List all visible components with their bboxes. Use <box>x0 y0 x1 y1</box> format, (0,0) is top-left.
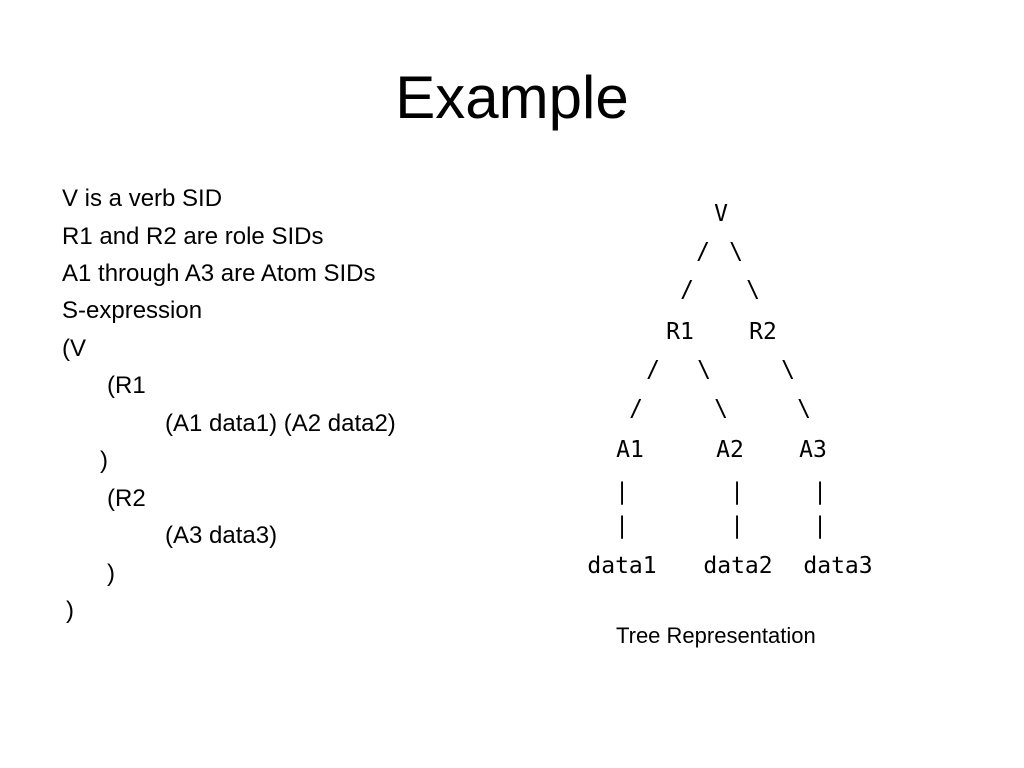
text-line: (A1 data1) (A2 data2) <box>165 410 396 437</box>
text-line: S-expression <box>62 297 203 324</box>
tree-edge: | <box>730 513 744 539</box>
tree-edge: \ <box>797 396 811 422</box>
tree-edge: \ <box>697 357 711 383</box>
tree-node-data1: data1 <box>587 553 657 579</box>
tree-node-data3: data3 <box>803 553 873 579</box>
tree-edge: / <box>680 277 694 303</box>
text-line: ) <box>100 447 108 474</box>
tree-node-a3: A3 <box>799 437 827 463</box>
tree-edge: | <box>730 479 744 505</box>
text-line: (V <box>62 335 86 362</box>
tree-node-r1: R1 <box>666 319 694 345</box>
text-line: (R2 <box>107 485 146 512</box>
tree-edge: / <box>646 357 660 383</box>
text-line: V is a verb SID <box>62 185 223 212</box>
tree-edge: \ <box>729 239 743 265</box>
text-line: A1 through A3 are Atom SIDs <box>62 260 376 287</box>
text-line: (R1 <box>107 372 146 399</box>
tree-node-a2: A2 <box>716 437 744 463</box>
tree-edge: | <box>813 513 827 539</box>
tree-diagram: V / \ / \ R1 R2 / \ \ / \ \ A1 A2 A3 | |… <box>560 195 900 595</box>
text-line: ) <box>107 560 115 587</box>
tree-edge: | <box>615 479 629 505</box>
tree-node-data2: data2 <box>703 553 773 579</box>
text-line: ) <box>66 597 74 624</box>
tree-edge: \ <box>714 396 728 422</box>
tree-node-a1: A1 <box>616 437 644 463</box>
text-line: R1 and R2 are role SIDs <box>62 223 324 250</box>
tree-edge: \ <box>746 277 760 303</box>
tree-node-r2: R2 <box>749 319 777 345</box>
tree-node-v: V <box>714 201 728 227</box>
slide-title: Example <box>395 64 629 131</box>
tree-edge: \ <box>781 357 795 383</box>
tree-caption: Tree Representation <box>616 623 816 648</box>
tree-edge: / <box>629 396 643 422</box>
tree-edge: | <box>813 479 827 505</box>
tree-edge: / <box>696 239 710 265</box>
tree-edge: | <box>615 513 629 539</box>
text-line: (A3 data3) <box>165 522 278 549</box>
